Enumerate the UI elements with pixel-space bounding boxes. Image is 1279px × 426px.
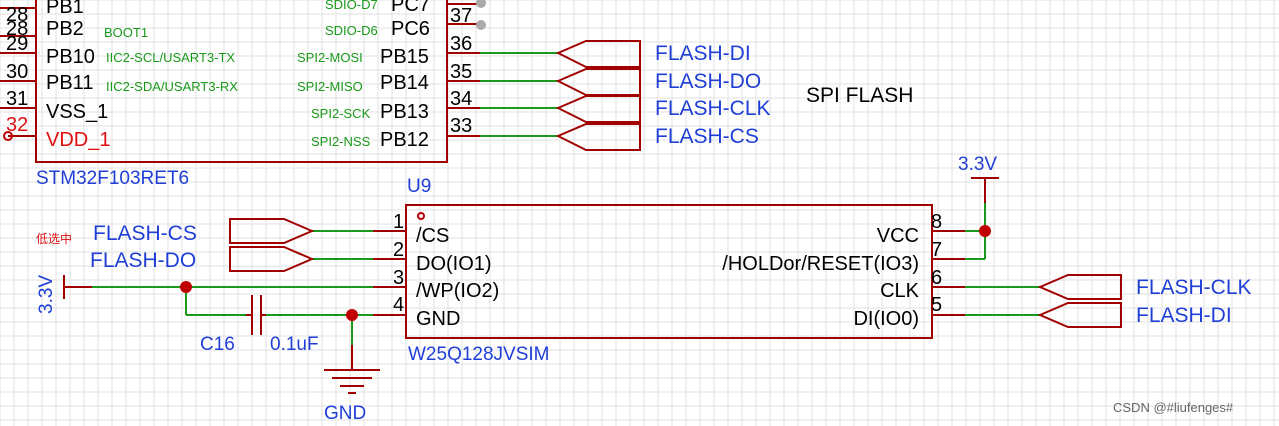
net-flag	[1037, 274, 1122, 300]
flash-pin-name: GND	[416, 308, 460, 330]
no-connect-marker	[476, 20, 486, 30]
mcu-pin-number: 29	[6, 33, 28, 55]
mcu-pin-name: PB14	[380, 72, 429, 94]
mcu-pin-name: PB10	[46, 46, 95, 68]
mcu-net-flags	[555, 40, 641, 151]
net-flag	[555, 95, 641, 123]
unconnected-pin-marker	[3, 131, 13, 141]
no-connect-marker	[476, 0, 486, 8]
flash-pin-number: 6	[931, 267, 942, 289]
vcc-left-label: 3.3V	[36, 275, 57, 314]
mcu-pin-name: VSS_1	[46, 101, 108, 123]
mcu-pin-name: PC6	[391, 18, 430, 40]
flash-pin-number: 3	[393, 267, 404, 289]
junction-dot	[180, 281, 192, 293]
mcu-pin-number: 35	[450, 61, 472, 83]
mcu-pin-function: SDIO-D7	[325, 0, 378, 12]
mcu-pin-name: PC7	[391, 0, 430, 16]
gnd-symbol[interactable]	[324, 345, 380, 394]
flash-pin-name: /CS	[416, 225, 449, 247]
flash-pin-name: CLK	[880, 280, 920, 302]
net-label-flash-di[interactable]: FLASH-DI	[655, 42, 751, 65]
net-flag	[1037, 302, 1122, 328]
flash-part-name: W25Q128JVSIM	[408, 344, 550, 365]
net-label-flash-di[interactable]: FLASH-DI	[1136, 304, 1232, 327]
flash-right-net-flags	[1037, 274, 1122, 328]
mcu-pin-function: SPI2-MOSI	[297, 50, 363, 65]
mcu-pin-name: PB13	[380, 101, 429, 123]
mcu-pin-function: SPI2-SCK	[311, 106, 371, 121]
mcu-pin-name: PB1	[46, 0, 84, 18]
flash-ref: U9	[407, 176, 431, 197]
mcu-pin-name: PB2	[46, 18, 84, 40]
junction-dot	[979, 225, 991, 237]
mcu-pin-number: 31	[6, 88, 28, 110]
net-flag	[555, 40, 641, 68]
mcu-pin-function: IIC2-SCL/USART3-TX	[106, 50, 235, 65]
mcu-pin-number: 34	[450, 88, 472, 110]
mcu-pin-function: SPI2-NSS	[311, 134, 371, 149]
net-flag	[555, 68, 641, 96]
section-title: SPI FLASH	[806, 84, 913, 107]
net-label-flash-do[interactable]: FLASH-DO	[655, 70, 761, 93]
pin1-marker	[417, 212, 425, 220]
net-label-flash-cs[interactable]: FLASH-CS	[93, 222, 197, 245]
flash-pin-name: /WP(IO2)	[416, 280, 499, 302]
net-label-flash-cs[interactable]: FLASH-CS	[655, 125, 759, 148]
mcu-pin-function: BOOT1	[104, 25, 148, 40]
mcu-pin-number: 28	[6, 18, 28, 40]
net-flag	[555, 123, 641, 151]
mcu-pin-number: 33	[450, 115, 472, 137]
flash-pin-number: 1	[393, 211, 404, 233]
mcu-pin-number: 36	[450, 33, 472, 55]
net-label-flash-clk[interactable]: FLASH-CLK	[655, 97, 771, 120]
net-label-flash-clk[interactable]: FLASH-CLK	[1136, 276, 1252, 299]
watermark: CSDN @#liufenges#	[1113, 400, 1234, 415]
flash-pin-number: 5	[931, 294, 942, 316]
flash-right-wires	[965, 203, 1040, 316]
mcu-pin-name: PB15	[380, 46, 429, 68]
mcu-pin-number: 28	[6, 4, 28, 26]
flash-pin-number: 8	[931, 211, 942, 233]
mcu-pin-number: 30	[6, 61, 28, 83]
note-low-active: 低选中	[36, 231, 72, 246]
flash-symbol[interactable]: 1 /CS 2 DO(IO1) 3 /WP(IO2) 4 GND 8 VCC 7…	[373, 204, 965, 339]
flash-pin-name: VCC	[877, 225, 919, 247]
junction-dot	[346, 309, 358, 321]
flash-pin-name: /HOLDor/RESET(IO3)	[722, 253, 919, 275]
vcc-left-symbol[interactable]: 3.3V	[36, 275, 92, 314]
capacitor-ref: C16	[200, 334, 235, 355]
flash-pin-name: DO(IO1)	[416, 253, 492, 275]
flash-left-wires	[92, 230, 373, 345]
mcu-pin-name: PB12	[380, 129, 429, 151]
vcc-top-symbol[interactable]	[971, 177, 999, 203]
mcu-pin-function: SPI2-MISO	[297, 79, 363, 94]
mcu-symbol[interactable]: 28 PB1 28 PB2 BOOT1 29 PB10 IIC2-SCL/USA…	[0, 0, 486, 189]
flash-pin-number: 7	[931, 239, 942, 261]
net-flag	[229, 246, 315, 272]
net-label-flash-do[interactable]: FLASH-DO	[90, 249, 196, 272]
flash-pin-number: 4	[393, 294, 404, 316]
mcu-pin-name: PB11	[46, 72, 93, 94]
mcu-spi-wires	[480, 52, 558, 137]
net-flag	[229, 218, 315, 244]
mcu-pin-number: 37	[450, 5, 472, 27]
vcc-label: 3.3V	[958, 154, 997, 175]
mcu-pin-number: 32	[6, 114, 28, 136]
mcu-part-name: STM32F103RET6	[36, 168, 189, 189]
capacitor-c16[interactable]	[246, 295, 266, 335]
flash-pin-name: DI(IO0)	[853, 308, 919, 330]
flash-left-net-flags	[229, 218, 315, 272]
mcu-pin-function: SDIO-D6	[325, 23, 378, 38]
flash-body	[405, 204, 933, 339]
mcu-pin-function: IIC2-SDA/USART3-RX	[106, 79, 238, 94]
gnd-label: GND	[324, 403, 366, 424]
capacitor-value: 0.1uF	[270, 334, 319, 355]
mcu-pin-name: VDD_1	[46, 129, 110, 151]
flash-pin-number: 2	[393, 239, 404, 261]
